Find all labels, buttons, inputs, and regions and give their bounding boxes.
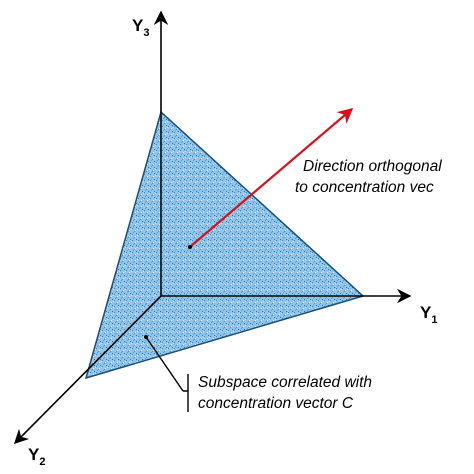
orthogonal-annotation-line1: Direction orthogonal bbox=[303, 158, 442, 175]
y3-axis-label: Y3 bbox=[132, 16, 149, 39]
y2-axis bbox=[13, 295, 162, 445]
orthogonal-arrow-origin bbox=[188, 245, 192, 249]
subspace-leader-line bbox=[145, 336, 184, 392]
y1-axis-label: Y1 bbox=[420, 303, 437, 326]
y2-axis-label: Y2 bbox=[28, 445, 45, 468]
orthogonal-annotation-line2: to concentration vec bbox=[295, 179, 434, 196]
orthogonal-direction-arrow bbox=[190, 108, 354, 247]
subspace-plane bbox=[84, 110, 365, 380]
subspace-bracket bbox=[183, 374, 189, 412]
subspace-annotation-line1: Subspace correlated with bbox=[198, 374, 372, 391]
subspace-annotation-line2: concentration vector C bbox=[198, 395, 354, 412]
